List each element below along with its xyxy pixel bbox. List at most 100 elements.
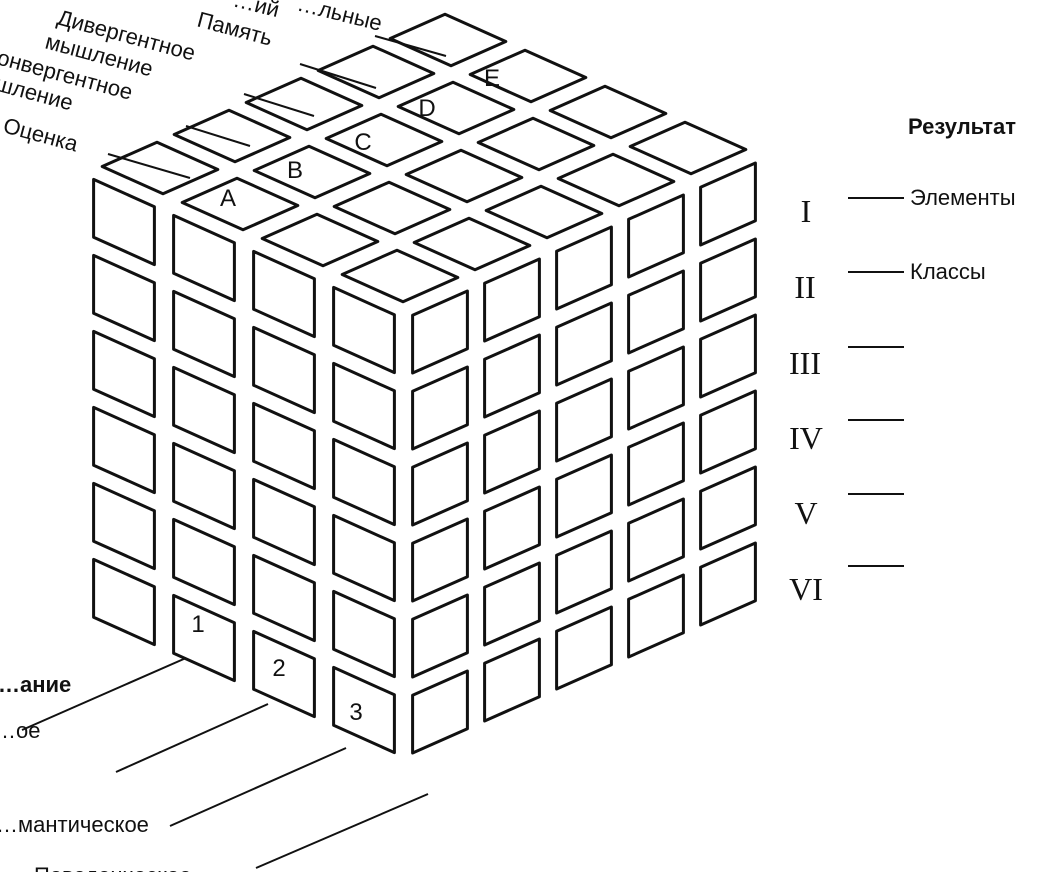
right-cell <box>555 301 613 387</box>
operation-letter-b: B <box>287 157 303 184</box>
front-left-cell <box>252 477 316 567</box>
top-cell <box>180 176 300 232</box>
product-numeral-v: V <box>794 495 817 531</box>
front-left-cell <box>92 253 156 343</box>
top-cell <box>172 108 292 164</box>
front-left-cell <box>252 325 316 415</box>
products-title: Результат <box>908 114 1016 139</box>
right-cell <box>627 345 685 431</box>
content-leader-2 <box>115 703 269 773</box>
content-label-3: …мантическое <box>0 812 149 837</box>
front-left-cell <box>252 629 316 719</box>
front-left-cell <box>332 361 396 451</box>
content-leader-1 <box>21 657 187 731</box>
products-labels: Результат I II III IV V VI Элементы Клас… <box>789 114 1016 607</box>
right-cell <box>411 289 469 375</box>
right-cell <box>411 593 469 679</box>
top-cell <box>484 184 604 240</box>
right-cell <box>555 605 613 691</box>
product-numeral-iv: IV <box>789 420 823 456</box>
right-cell <box>555 529 613 615</box>
product-numeral-iii: III <box>789 345 821 381</box>
top-cell <box>244 76 364 132</box>
right-cell <box>555 453 613 539</box>
right-cell <box>483 637 541 723</box>
top-cell <box>316 44 436 100</box>
operation-label-evaluation: Оценка <box>1 113 82 157</box>
front-left-cell <box>332 437 396 527</box>
right-cell <box>627 497 685 583</box>
right-cell <box>483 409 541 495</box>
product-numeral-i: I <box>801 193 812 229</box>
right-cell <box>555 377 613 463</box>
content-label-1: …ое <box>0 718 40 743</box>
top-cell <box>628 120 748 176</box>
right-cell <box>411 669 469 755</box>
content-number-1: 1 <box>191 611 204 638</box>
contents-labels: 1 2 3 …ание …ое …мантическое Поведенческ… <box>0 611 429 872</box>
right-cell <box>411 517 469 603</box>
contents-title-fragment: …ание <box>0 672 71 697</box>
front-left-cell <box>172 441 236 531</box>
top-cell <box>476 116 596 172</box>
front-left-cell <box>252 553 316 643</box>
operation-leader-e <box>374 35 447 57</box>
top-cell <box>340 248 460 304</box>
front-left-cell <box>332 285 396 375</box>
right-cell <box>627 421 685 507</box>
cube-front-left-face <box>92 177 396 755</box>
front-left-cell <box>172 517 236 607</box>
cube-right-face <box>411 161 757 755</box>
front-left-cell <box>332 665 396 755</box>
right-cell <box>627 573 685 659</box>
content-number-2: 2 <box>272 655 285 682</box>
right-cell <box>555 225 613 311</box>
operation-leader-b <box>185 125 251 147</box>
front-left-cell <box>172 289 236 379</box>
right-cell <box>483 257 541 343</box>
right-cell <box>411 365 469 451</box>
top-cell <box>404 148 524 204</box>
operation-leader-d <box>299 63 377 89</box>
top-cell <box>556 152 676 208</box>
front-left-cell <box>172 365 236 455</box>
right-cell <box>483 485 541 571</box>
top-cell <box>100 140 220 196</box>
top-cell <box>252 144 372 200</box>
top-cell <box>332 180 452 236</box>
operation-leader-c <box>243 93 315 117</box>
right-cell <box>411 441 469 527</box>
front-left-cell <box>92 557 156 647</box>
right-cell <box>483 561 541 647</box>
product-numeral-ii: II <box>794 269 815 305</box>
front-left-cell <box>252 249 316 339</box>
front-left-cell <box>332 513 396 603</box>
right-cell <box>699 541 757 627</box>
operation-letter-d: D <box>418 95 435 122</box>
right-cell <box>699 161 757 247</box>
right-cell <box>699 237 757 323</box>
operation-letter-c: C <box>354 129 371 156</box>
operation-letters: E D C B A <box>220 65 500 212</box>
top-cell <box>396 80 516 136</box>
product-label-elements: Элементы <box>910 185 1016 210</box>
product-numeral-vi: VI <box>789 571 823 607</box>
right-cell <box>699 465 757 551</box>
front-left-cell <box>172 593 236 683</box>
right-cell <box>627 193 685 279</box>
front-left-cell <box>332 589 396 679</box>
front-left-cell <box>172 213 236 303</box>
operation-leader-a <box>107 153 191 179</box>
content-number-3: 3 <box>349 699 362 726</box>
top-cell <box>260 212 380 268</box>
content-label-4: Поведенческое <box>34 863 192 872</box>
top-cell <box>468 48 588 104</box>
operation-label-partial-right: …льные <box>295 0 385 36</box>
front-left-cell <box>92 405 156 495</box>
top-cell <box>548 84 668 140</box>
content-leader-4 <box>255 793 429 869</box>
top-cell <box>388 12 508 68</box>
right-cell <box>699 313 757 399</box>
operation-letter-a: A <box>220 185 236 212</box>
